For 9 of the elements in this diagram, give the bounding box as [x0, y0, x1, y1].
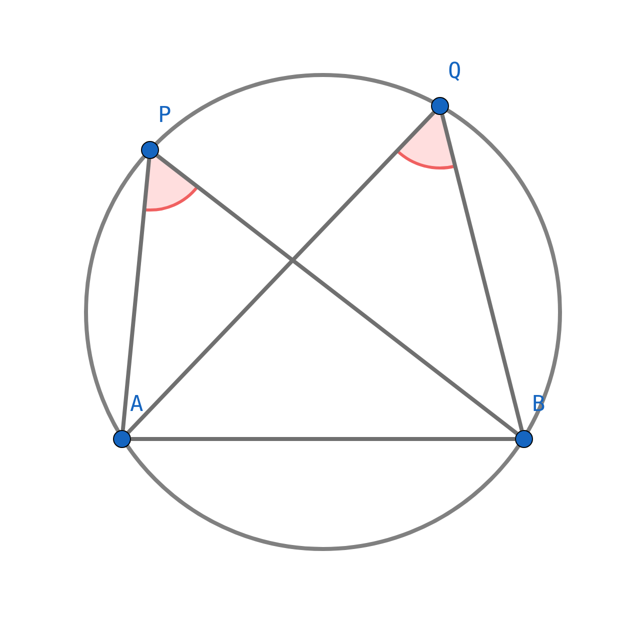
- point-label: Q: [448, 60, 462, 84]
- point-label: B: [532, 393, 546, 417]
- point-label: P: [158, 104, 172, 128]
- line-segment: [440, 114, 524, 431]
- line-segment: [120, 158, 152, 430]
- point-label: A: [130, 393, 144, 417]
- line-segment: [126, 111, 436, 434]
- line-segment: [131, 437, 515, 441]
- line-segment: [156, 154, 518, 436]
